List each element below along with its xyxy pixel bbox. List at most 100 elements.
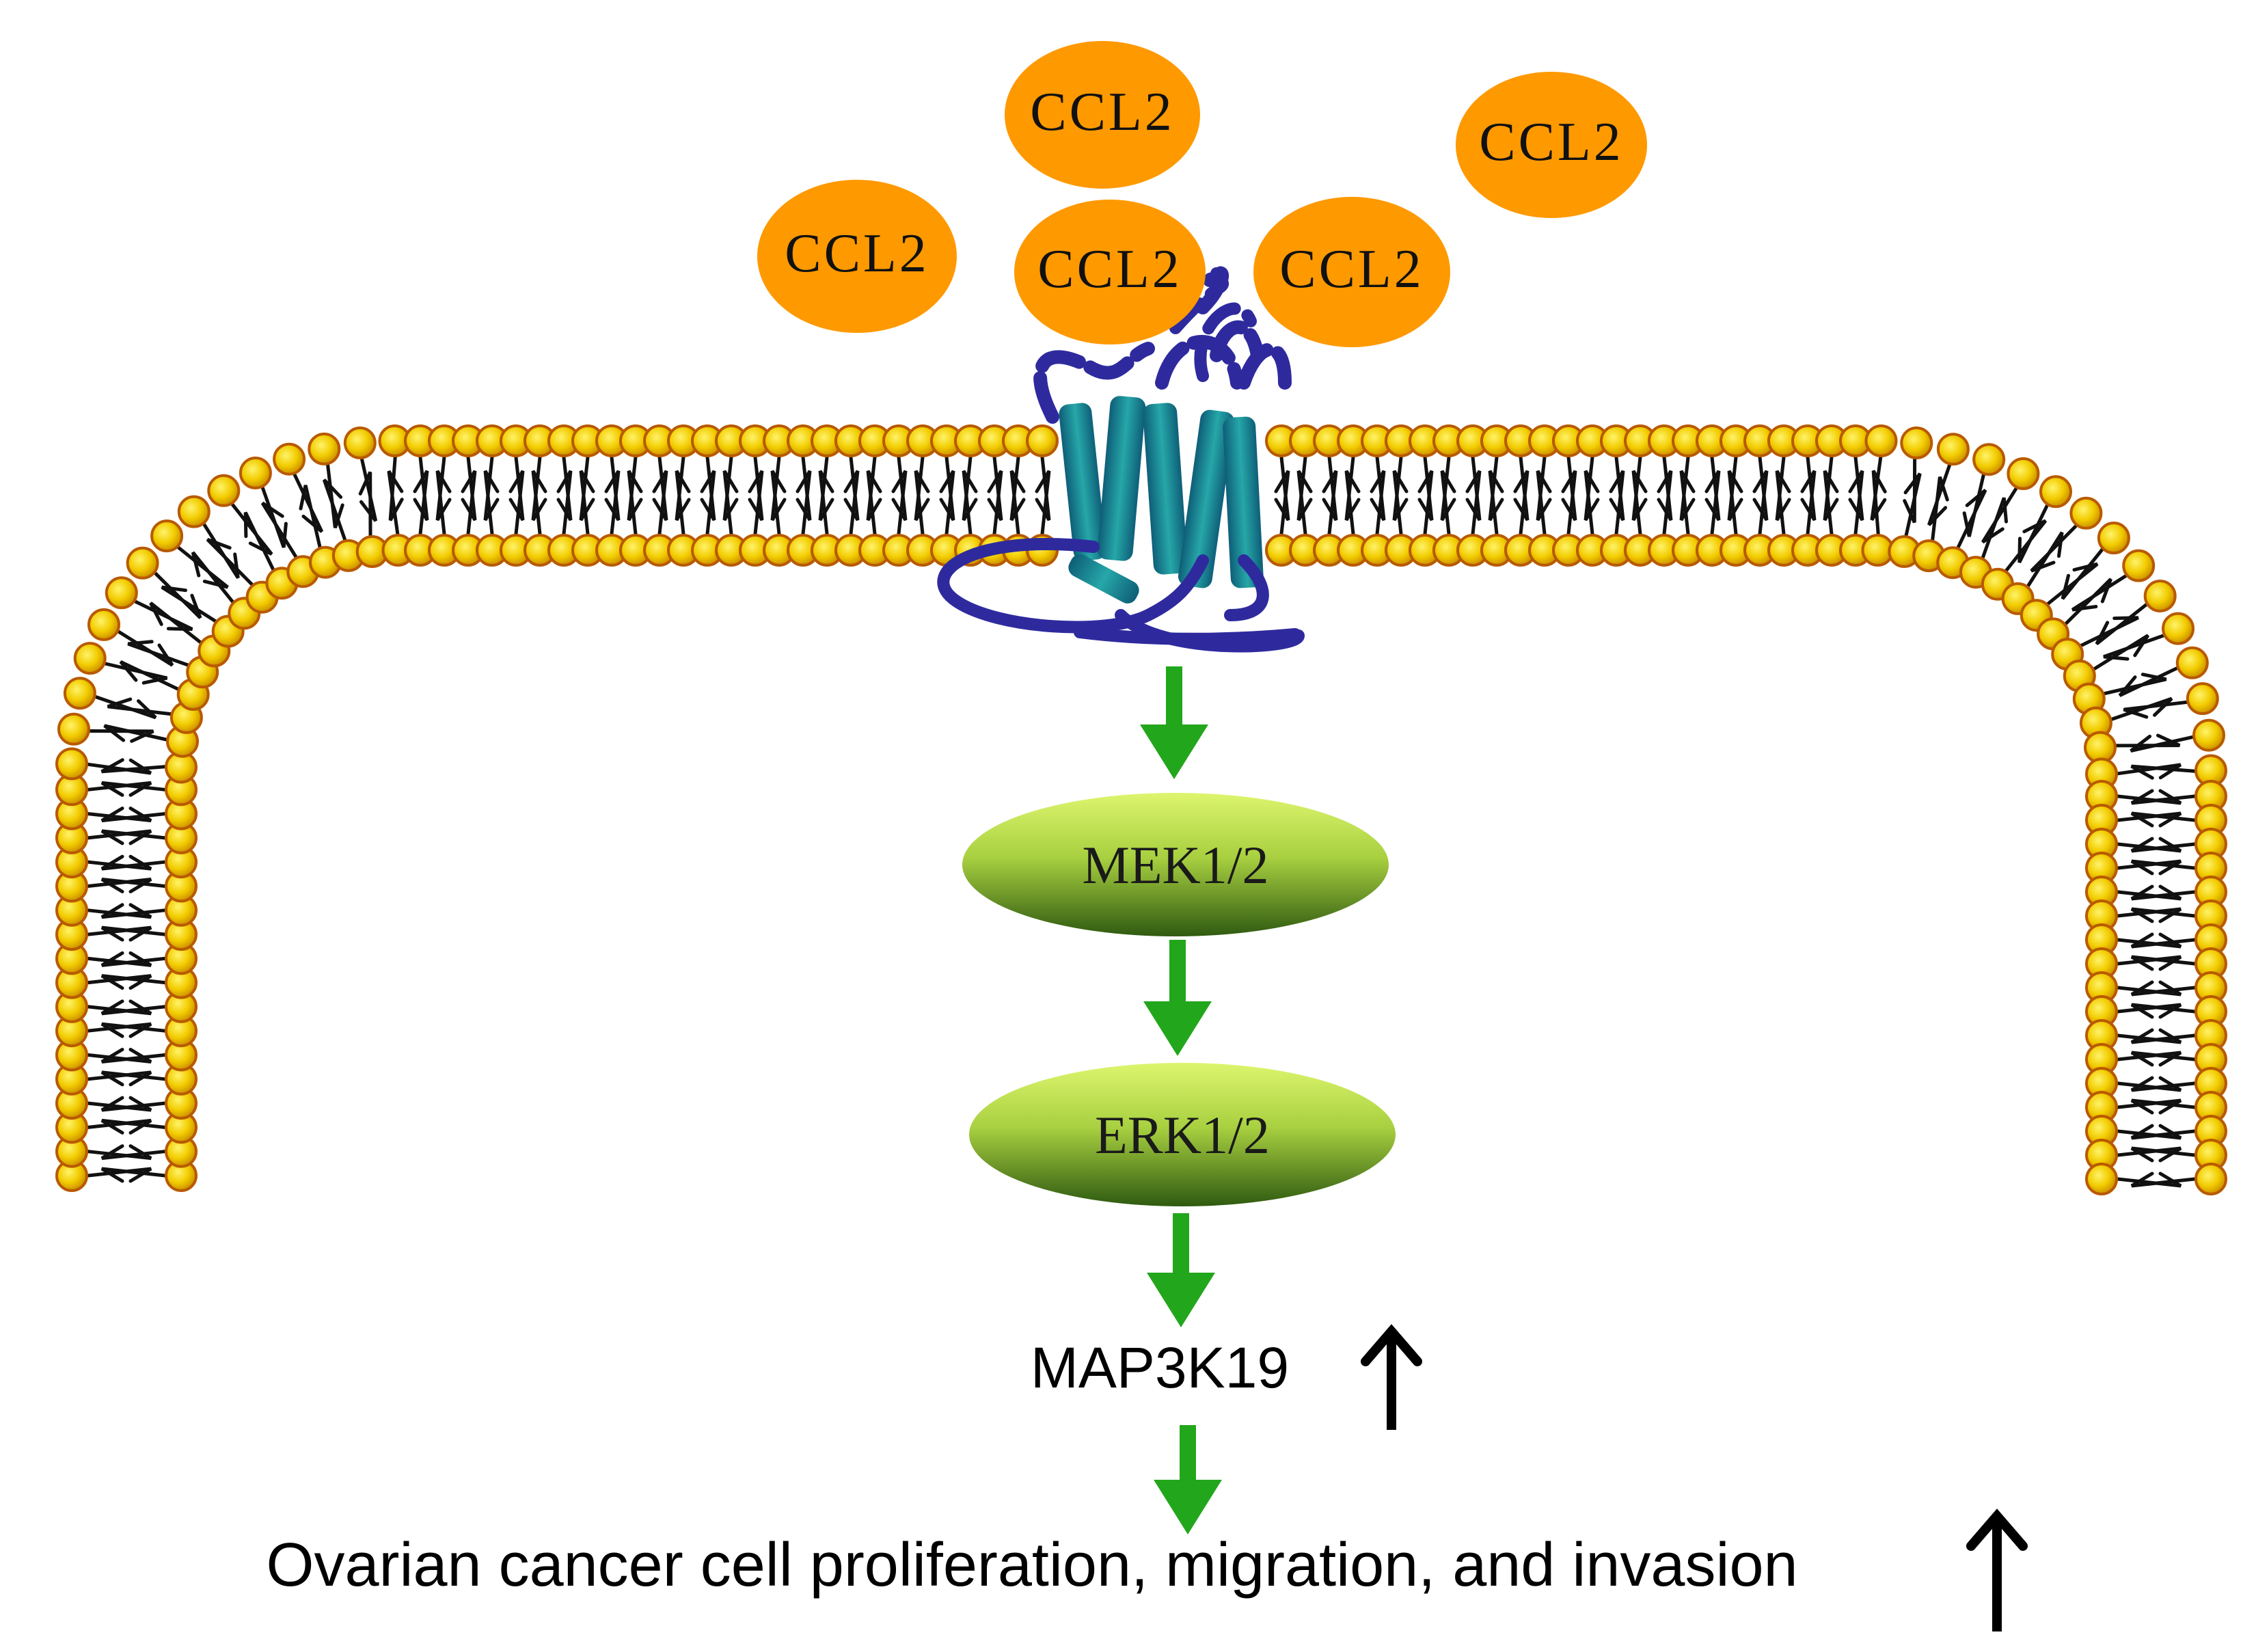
lipid-tail [1903, 472, 1922, 537]
lipid-head [1900, 426, 1933, 459]
lipid-tail [914, 470, 930, 536]
lipid-head [1936, 433, 1970, 466]
lipid-tail [531, 470, 547, 536]
lipid-tail [2116, 1146, 2182, 1163]
lipid-tail [100, 974, 167, 990]
lipid-tail [2115, 733, 2181, 748]
lipid-tail [100, 758, 167, 774]
lipid-tail [508, 470, 525, 536]
membrane-lipid-heads [55, 424, 2227, 1195]
lipid-tail [1417, 470, 1434, 536]
lipid-tail [748, 470, 764, 536]
lipid-tail [100, 807, 167, 823]
lipid-head [1972, 443, 2006, 476]
lipid-head [308, 432, 341, 465]
mek-node: MEK1/2 [962, 793, 1389, 936]
lipid-tail [796, 470, 812, 536]
lipid-tail [2116, 1028, 2182, 1044]
lipid-tail [891, 470, 908, 536]
down-arrow-icon [1154, 1425, 1222, 1534]
ligand-group: CCL2 CCL2 CCL2 CCL2 CCL2 [757, 41, 1647, 347]
lipid-tail [1931, 476, 1949, 542]
lipid-head [2143, 580, 2177, 612]
lipid-tail [700, 470, 716, 536]
lipid-tail [2102, 673, 2167, 696]
lipid-tail [260, 501, 298, 559]
erk-label: ERK1/2 [1095, 1105, 1270, 1165]
lipid-tail [103, 724, 168, 742]
lipid-tail [987, 470, 1003, 536]
ccl2-label: CCL2 [1030, 82, 1175, 142]
lipid-tail [358, 471, 372, 537]
lipid-tail [1775, 470, 1791, 536]
lipid-head [87, 608, 120, 641]
lipid-head [150, 519, 184, 553]
lipid-tail [100, 854, 167, 871]
lipid-tail [2004, 519, 2048, 572]
lipid-tail [770, 470, 787, 536]
lipid-tail [1561, 470, 1577, 536]
lipid-tail [206, 537, 254, 586]
lipid-tail [1296, 470, 1313, 536]
lipid-tail [2110, 696, 2173, 721]
lipid-head [2039, 475, 2072, 509]
lipid-tail [2116, 884, 2182, 901]
lipid-tail [149, 601, 202, 645]
lipid-tail [1800, 470, 1817, 536]
lipid-head [2007, 457, 2040, 490]
lipid-tail [1344, 470, 1361, 536]
lipid-tail [2116, 1076, 2182, 1092]
lipid-tail [1848, 470, 1864, 536]
lipid-tail [1370, 470, 1386, 536]
lipid-tail [100, 878, 167, 893]
up-arrow-icon [1361, 1324, 1422, 1430]
lipid-head [57, 712, 90, 746]
lipid-tail [243, 511, 275, 571]
outcome-node: Ovarian cancer cell proliferation, migra… [266, 1508, 2028, 1631]
lipid-tail [2080, 616, 2139, 647]
mek-label: MEK1/2 [1083, 835, 1269, 895]
signal-arrows [1140, 666, 1222, 1534]
lipid-tail [2116, 955, 2182, 971]
lipid-tail [1679, 470, 1696, 536]
lipid-tail [2116, 980, 2182, 997]
lipid-tail [1009, 470, 1026, 536]
lipid-tail [2116, 907, 2182, 923]
lipid-tail [2064, 578, 2112, 625]
lipid-tail [299, 485, 322, 549]
lipid-tail [100, 781, 167, 797]
lipid-tail [100, 951, 167, 967]
up-arrow-icon [1966, 1508, 2028, 1631]
lipid-tail [866, 470, 882, 536]
lipid-tail [100, 1167, 167, 1183]
lipid-tail [100, 903, 167, 919]
map3k19-node: MAP3K19 [1031, 1324, 1422, 1430]
lipid-tail [119, 660, 180, 691]
down-arrow-icon [1147, 1213, 1215, 1327]
lipid-tail [413, 470, 429, 536]
lipid-tail [843, 470, 860, 536]
lipid-tail [100, 1144, 167, 1161]
lipid-tail [2046, 562, 2099, 606]
lipid-tail [322, 478, 347, 541]
lipid-head [2069, 496, 2103, 530]
lipid-tail [1657, 470, 1673, 536]
lipid-head [1864, 424, 1898, 457]
lipid-tail [2092, 634, 2150, 671]
lipid-tail [100, 925, 167, 942]
lipid-tail [1823, 470, 1839, 536]
lipid-head [2186, 682, 2219, 716]
lipid-tail [1981, 497, 2008, 560]
lipid-tail [1035, 470, 1051, 536]
down-arrow-icon [1143, 940, 1212, 1056]
lipid-tail [100, 1096, 167, 1112]
lipid-tail [107, 697, 172, 716]
lipid-tail [1392, 470, 1409, 536]
lipid-tail [1465, 470, 1482, 536]
lipid-tail [1871, 470, 1887, 536]
lipid-tail [2116, 1172, 2182, 1188]
lipid-tail [2116, 789, 2182, 805]
lipid-tail [100, 1048, 167, 1064]
lipid-tail [2116, 932, 2182, 949]
lipid-head [63, 677, 96, 710]
